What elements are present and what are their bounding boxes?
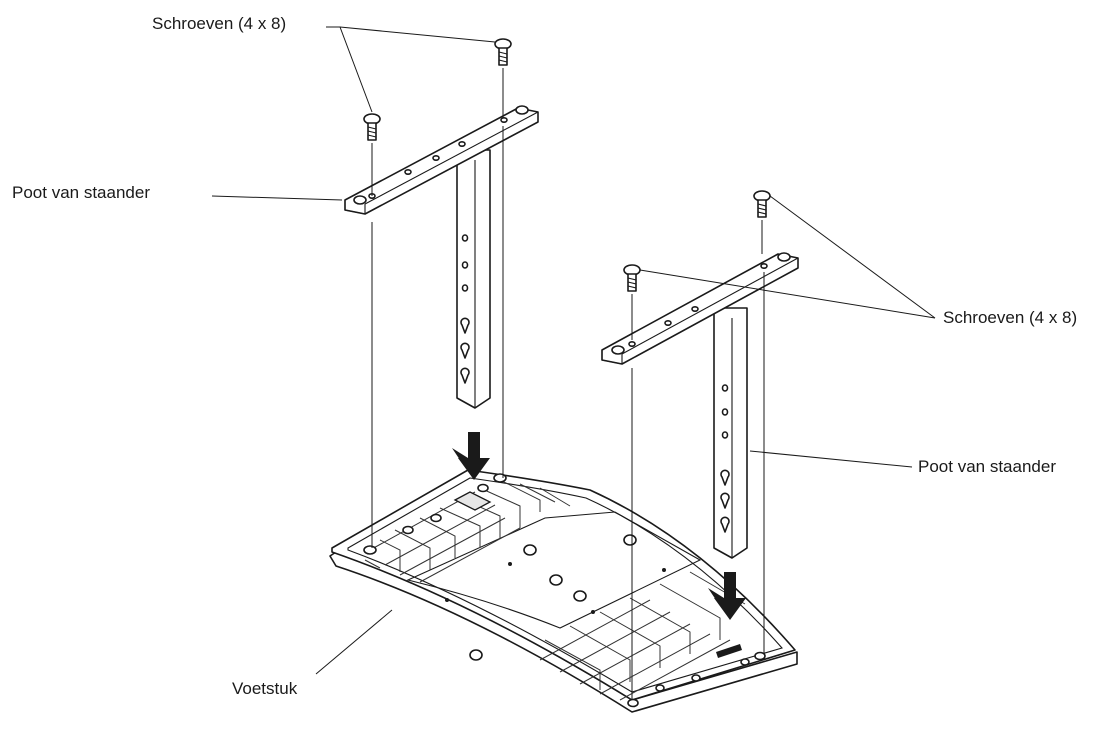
label-leg-left: Poot van staander [12,183,150,202]
insert-arrow-left [452,432,490,480]
leader-lines [211,26,936,675]
alignment-lines [371,68,765,700]
screw-top-right [494,38,512,66]
screw-right-lower [623,264,641,292]
base-plate [329,469,798,713]
label-screws-right: Schroeven (4 x 8) [943,308,1078,327]
left-stand-leg [344,105,539,409]
label-leg-right: Poot van staander [918,457,1056,476]
label-screws-top: Schroeven (4 x 8) [152,14,287,33]
base-holes [363,473,766,708]
screw-top-left [363,113,381,141]
insert-arrow-right [708,572,746,620]
screw-right-upper [753,190,771,218]
right-stand-leg [601,252,799,559]
label-base: Voetstuk [232,679,298,698]
